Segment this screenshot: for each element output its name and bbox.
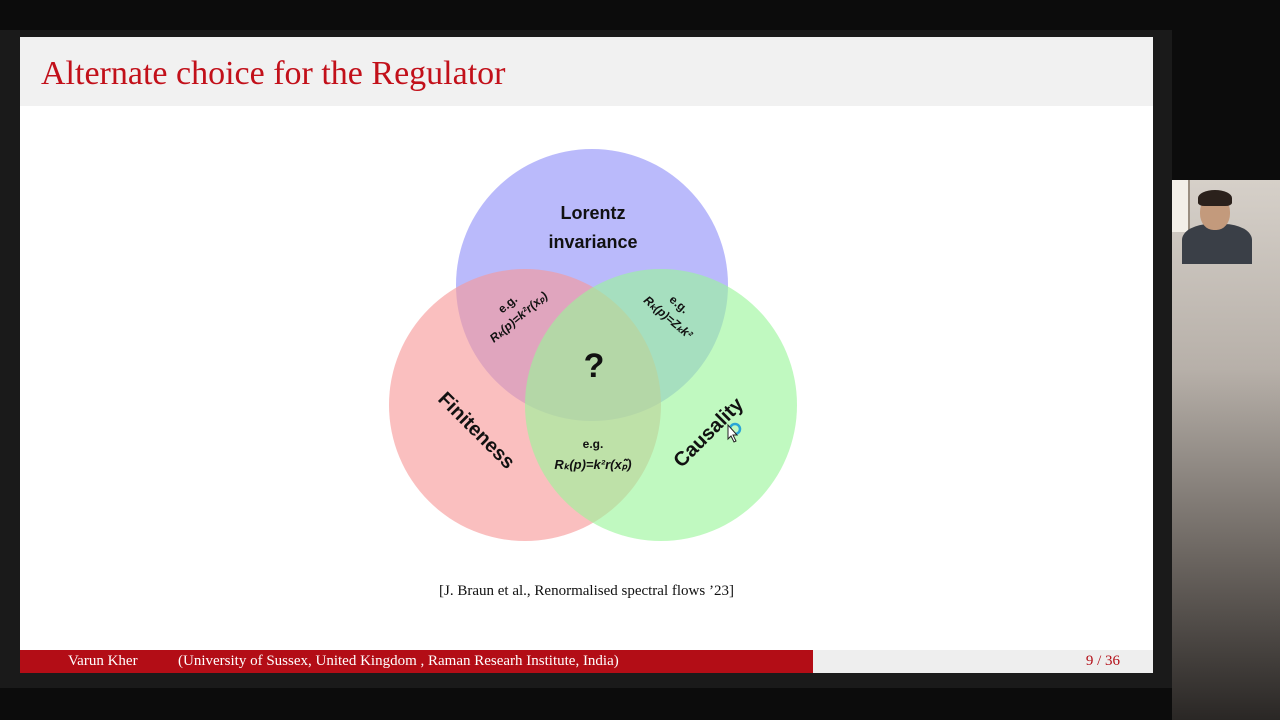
lorentz-label-line2: invariance (548, 232, 637, 252)
webcam-speaker-hair (1198, 190, 1232, 206)
footer-author-bar: Varun Kher (University of Sussex, United… (20, 650, 813, 673)
slide-header: Alternate choice for the Regulator (20, 37, 1153, 106)
lorentz-label-line1: Lorentz (561, 203, 626, 223)
center-question-mark: ? (584, 347, 605, 385)
citation: [J. Braun et al., Renormalised spectral … (439, 583, 734, 599)
webcam-video (1172, 180, 1280, 720)
causality-circle (525, 269, 797, 541)
webcam-background-window (1172, 180, 1190, 232)
venn-diagram: Lorentz invariance Finiteness Causality … (389, 149, 797, 541)
footer-page-bar: 9 / 36 (813, 650, 1153, 673)
footer-affiliation: (University of Sussex, United Kingdom , … (178, 653, 619, 669)
finiteness-causality-formula: Rₖ(p)=k²r(xₚ̃) (554, 457, 631, 472)
slide-title: Alternate choice for the Regulator (41, 55, 506, 92)
finiteness-causality-eg: e.g. (583, 437, 604, 451)
mouse-cursor-icon (727, 422, 742, 443)
webcam-speaker-body (1182, 224, 1252, 264)
page-number: 9 / 36 (1085, 653, 1120, 669)
slide: Alternate choice for the Regulator Loren… (20, 37, 1153, 673)
footer-author: Varun Kher (68, 653, 138, 669)
